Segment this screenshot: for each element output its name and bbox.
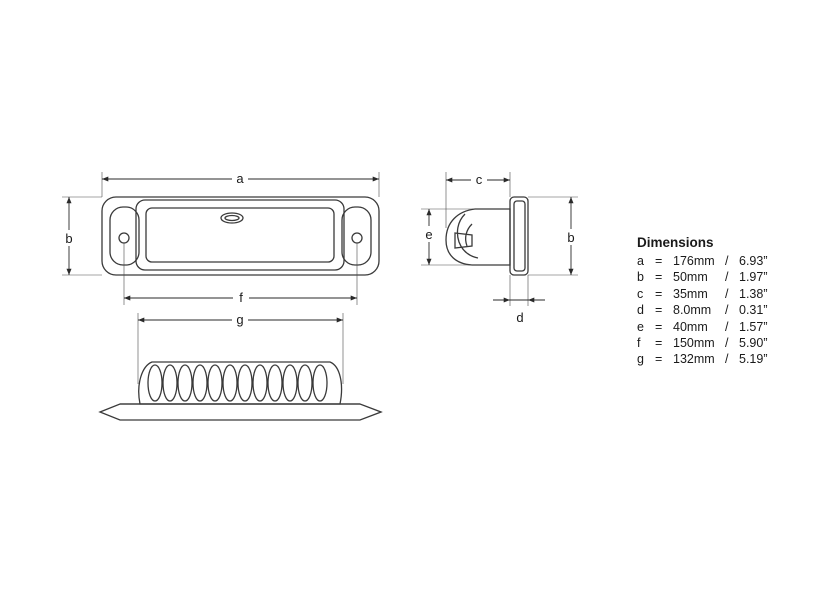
dimension-g: g bbox=[137, 311, 344, 384]
legend-metric: 35mm bbox=[673, 286, 708, 301]
dimension-e: e bbox=[421, 208, 475, 266]
legend-eq: = bbox=[655, 254, 663, 268]
legend-sep: / bbox=[725, 286, 729, 301]
legend-sep: / bbox=[725, 270, 729, 285]
dimension-d: d bbox=[493, 275, 545, 325]
legend-rows: a = 176mm / 6.93” b = 50mm / 1.97” c = 35mm / 1.38” d = 8… bbox=[637, 253, 827, 368]
legend-key: g bbox=[637, 352, 644, 367]
dimension-g-label: g bbox=[236, 312, 243, 327]
dimension-f: f bbox=[123, 243, 358, 305]
legend-key: c bbox=[637, 286, 644, 301]
legend-key: f bbox=[637, 336, 641, 351]
legend-metric: 150mm bbox=[673, 336, 715, 351]
dimension-c-label: c bbox=[476, 172, 483, 187]
front-view bbox=[101, 196, 380, 276]
legend-row-d: d = 8.0mm / 0.31” bbox=[637, 302, 827, 318]
legend-imperial: 1.57” bbox=[739, 319, 768, 334]
dimension-d-label: d bbox=[516, 310, 523, 325]
bottom-view bbox=[98, 361, 383, 421]
legend-imperial: 1.38” bbox=[739, 286, 768, 301]
legend-eq: = bbox=[655, 319, 663, 334]
legend-key: a bbox=[637, 254, 644, 268]
dimension-b-front-label: b bbox=[65, 231, 72, 246]
legend-imperial: 5.90” bbox=[739, 336, 768, 351]
legend-row-f: f = 150mm / 5.90” bbox=[637, 335, 827, 351]
legend-row-g: g = 132mm / 5.19” bbox=[637, 351, 827, 367]
dimension-a-label: a bbox=[236, 171, 244, 186]
legend-row-a: a = 176mm / 6.93” bbox=[637, 253, 827, 269]
legend-key: e bbox=[637, 319, 644, 334]
legend-eq: = bbox=[655, 352, 663, 367]
side-view bbox=[445, 196, 529, 276]
legend-sep: / bbox=[725, 303, 729, 318]
legend-eq: = bbox=[655, 286, 663, 301]
legend-eq: = bbox=[655, 336, 663, 351]
legend-sep: / bbox=[725, 319, 729, 334]
legend-sep: / bbox=[725, 254, 729, 268]
legend-sep: / bbox=[725, 336, 729, 351]
legend-key: d bbox=[637, 303, 644, 318]
legend-eq: = bbox=[655, 303, 663, 318]
legend-metric: 40mm bbox=[673, 319, 708, 334]
dimension-a: a bbox=[101, 170, 380, 197]
legend-metric: 132mm bbox=[673, 352, 715, 367]
legend-imperial: 1.97” bbox=[739, 270, 768, 285]
dimension-b-side: b bbox=[528, 196, 579, 276]
legend-metric: 176mm bbox=[673, 254, 715, 268]
dimension-f-label: f bbox=[239, 290, 243, 305]
legend-title: Dimensions bbox=[637, 235, 714, 250]
dimensions-legend: Dimensions a = 176mm / 6.93” b = 50mm / 1.97” c = 35… bbox=[637, 235, 827, 368]
legend-metric: 50mm bbox=[673, 270, 708, 285]
legend-row-b: b = 50mm / 1.97” bbox=[637, 269, 827, 285]
legend-imperial: 6.93” bbox=[739, 254, 768, 268]
legend-row-e: e = 40mm / 1.57” bbox=[637, 319, 827, 335]
legend-metric: 8.0mm bbox=[673, 303, 712, 318]
legend-eq: = bbox=[655, 270, 663, 285]
legend-imperial: 5.19” bbox=[739, 352, 768, 367]
legend-imperial: 0.31” bbox=[739, 303, 768, 318]
dimension-b-side-label: b bbox=[567, 230, 574, 245]
dimension-c: c bbox=[445, 171, 511, 228]
dimension-b-front: b bbox=[61, 196, 102, 276]
brand-logo-icon bbox=[220, 212, 244, 224]
legend-row-c: c = 35mm / 1.38” bbox=[637, 286, 827, 302]
heatsink-fins bbox=[147, 364, 328, 402]
dimension-e-label: e bbox=[425, 227, 432, 242]
legend-sep: / bbox=[725, 352, 729, 367]
legend-key: b bbox=[637, 270, 644, 285]
